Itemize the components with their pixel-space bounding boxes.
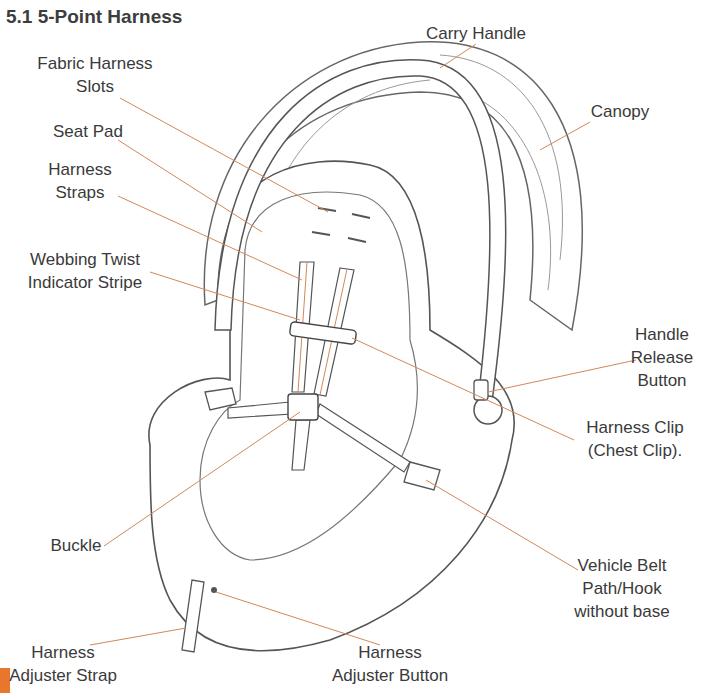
chest-clip xyxy=(289,321,356,344)
harness-slot xyxy=(352,214,370,218)
part-label: Seat Pad xyxy=(53,120,123,143)
belt-hook xyxy=(205,388,236,410)
leader-line xyxy=(352,338,574,440)
part-label: Buckle xyxy=(50,534,101,557)
leader-line xyxy=(540,122,590,150)
lap-strap xyxy=(228,402,292,418)
carry-handle xyxy=(215,60,506,402)
buckle-shape xyxy=(288,394,318,420)
leader-line xyxy=(216,592,380,645)
adjuster-strap xyxy=(182,580,204,652)
harness-slot xyxy=(348,238,366,242)
part-label: Harness Clip (Chest Clip). xyxy=(573,416,698,462)
part-label: Fabric Harness Slots xyxy=(28,52,163,98)
diagram-title: 5.1 5-Point Harness xyxy=(6,6,182,28)
leader-line xyxy=(488,360,636,392)
leader-line xyxy=(90,628,186,645)
part-label: Harness Adjuster Button xyxy=(327,641,453,687)
part-label: Harness Straps xyxy=(35,158,125,204)
leader-lines xyxy=(90,44,636,645)
leader-line xyxy=(426,480,578,570)
part-label: Vehicle Belt Path/Hook without base xyxy=(567,554,677,623)
leader-line xyxy=(118,196,302,280)
part-label: Handle Release Button xyxy=(627,323,697,392)
leader-line xyxy=(440,44,476,68)
part-label: Canopy xyxy=(591,100,650,123)
page-marker xyxy=(0,668,10,693)
crotch-strap xyxy=(292,420,310,470)
part-label: Carry Handle xyxy=(426,22,526,45)
leader-line xyxy=(104,412,300,546)
lap-strap xyxy=(316,404,410,472)
belt-hook xyxy=(404,462,440,490)
leader-line xyxy=(120,98,328,212)
harness-slot xyxy=(312,232,330,235)
part-label: Webbing Twist Indicator Stripe xyxy=(20,248,150,294)
leader-line xyxy=(150,272,300,320)
leader-line xyxy=(118,140,262,232)
part-label: Harness Adjuster Strap xyxy=(3,641,123,687)
